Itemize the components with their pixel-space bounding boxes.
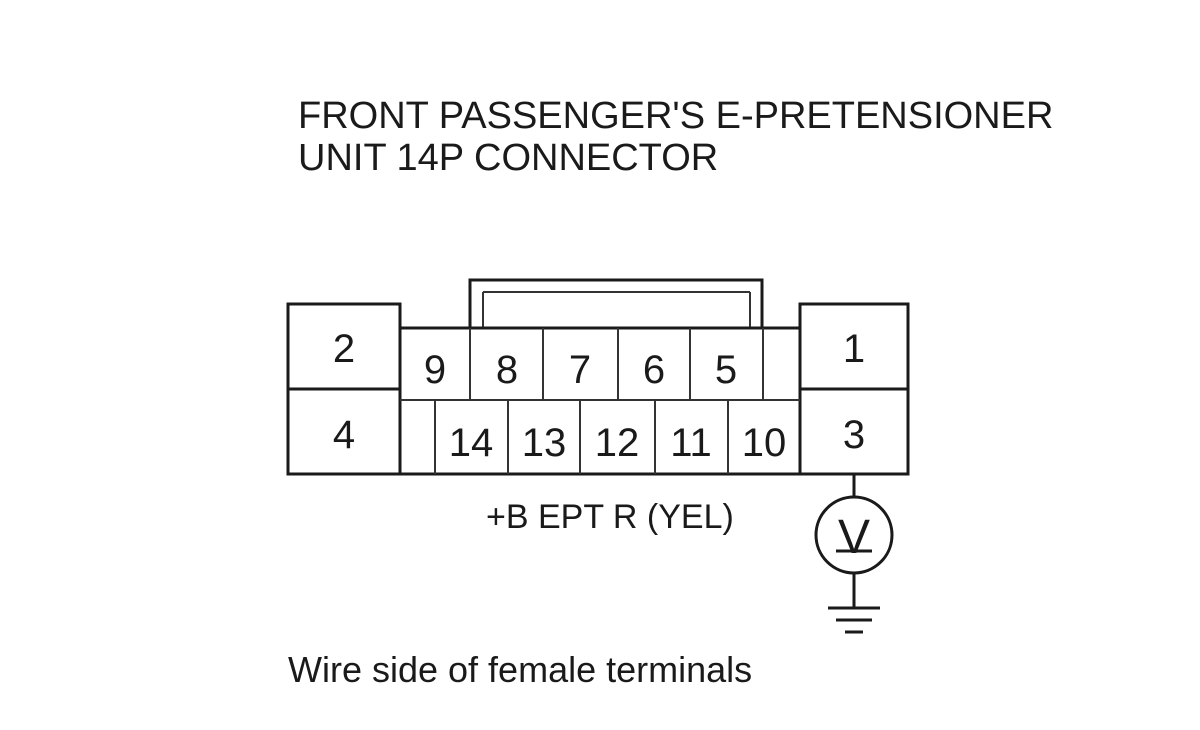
pin-4: 4 (333, 413, 355, 457)
pin-2: 2 (333, 327, 355, 371)
pin-7: 7 (569, 348, 591, 392)
voltmeter-icon: V (814, 495, 894, 575)
measurement-probe: V (814, 474, 894, 634)
wire-label: +B EPT R (YEL) (486, 498, 734, 536)
voltmeter-symbol: V (838, 511, 870, 564)
title-line-1: FRONT PASSENGER'S E-PRETENSIONER (298, 95, 1053, 137)
pin-12: 12 (595, 421, 640, 465)
pin-11: 11 (670, 421, 712, 465)
pin-10: 10 (742, 421, 787, 465)
title-line-2: UNIT 14P CONNECTOR (298, 137, 718, 179)
ground-icon (828, 606, 880, 634)
pin-14: 14 (449, 421, 494, 465)
caption: Wire side of female terminals (288, 649, 752, 690)
pin-9: 9 (424, 348, 446, 392)
connector-housing (286, 278, 910, 476)
pin-13: 13 (522, 421, 567, 465)
pin-3: 3 (843, 413, 865, 457)
pin-8: 8 (496, 348, 518, 392)
pin-6: 6 (643, 348, 665, 392)
pin-1: 1 (843, 327, 865, 371)
pin-5: 5 (715, 348, 737, 392)
